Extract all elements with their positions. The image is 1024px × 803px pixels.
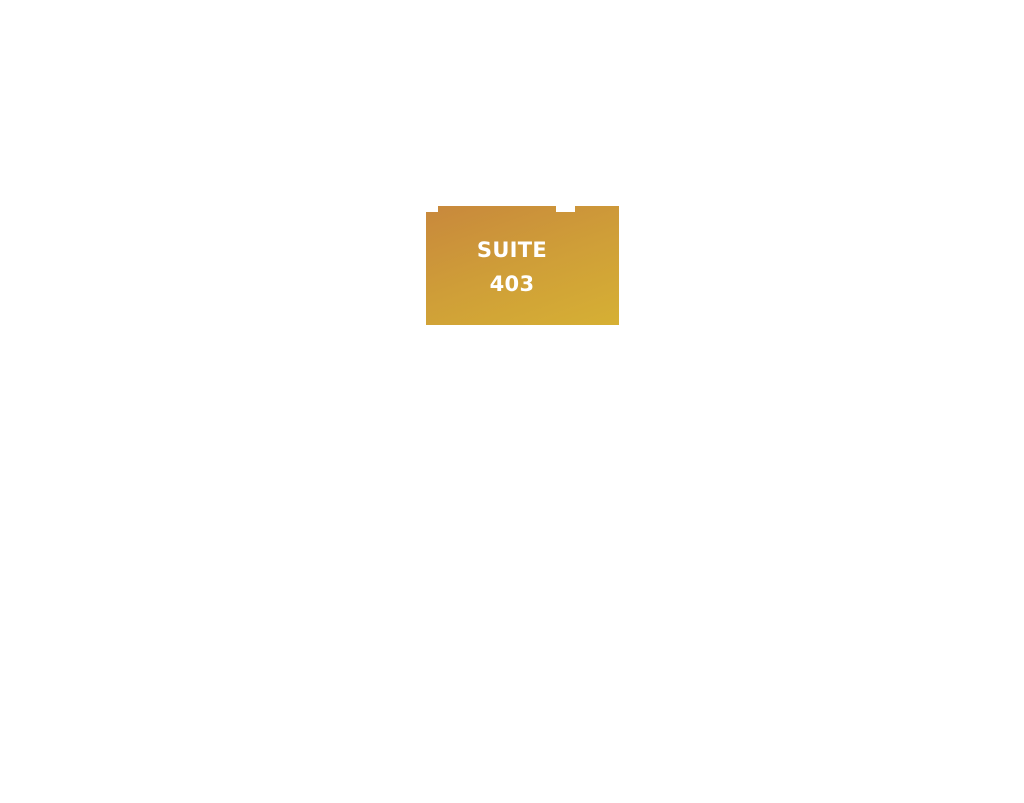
suite-label: SUITE <box>476 238 548 262</box>
suite-number: 403 <box>489 272 535 296</box>
suite-403-unit[interactable]: SUITE 403 <box>426 206 619 325</box>
